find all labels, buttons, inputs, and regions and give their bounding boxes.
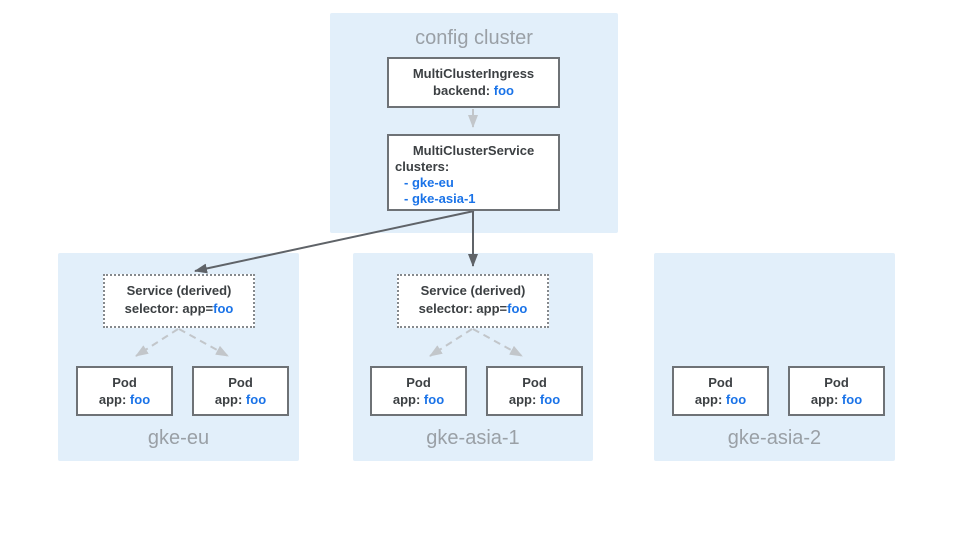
clusters-label: clusters: — [395, 159, 450, 174]
selector-value: foo — [213, 301, 234, 316]
pod-title: Pod — [406, 375, 431, 390]
pod-app-line: app: foo — [508, 392, 561, 407]
pod-box-gke-asia-1-2: Pod app: foo — [486, 366, 583, 416]
pod-title: Pod — [228, 375, 253, 390]
pod-box-gke-eu-1: Pod app: foo — [76, 366, 173, 416]
pod-app-value: foo — [423, 392, 445, 407]
pod-app-line: app: foo — [214, 392, 267, 407]
pod-app-value: foo — [539, 392, 561, 407]
cluster-label-gke-asia-2: gke-asia-2 — [727, 427, 822, 449]
backend-value: foo — [493, 83, 514, 98]
pod-title: Pod — [522, 375, 547, 390]
pod-app-value: foo — [725, 392, 747, 407]
pod-title: Pod — [824, 375, 849, 390]
pod-box-gke-asia-2-1: Pod app: foo — [672, 366, 769, 416]
pod-app-value: foo — [841, 392, 863, 407]
multiclusterservice-box: MultiClusterService clusters: - gke-eu -… — [387, 134, 560, 211]
pod-box-gke-asia-2-2: Pod app: foo — [788, 366, 885, 416]
selector-value: foo — [507, 301, 528, 316]
cluster-panel-gke-asia-2: gke-asia-2 — [654, 253, 895, 461]
multiclusteringress-box: MultiClusterIngress backend: foo — [387, 57, 560, 108]
pod-app-value: foo — [245, 392, 267, 407]
config-cluster-label: config cluster — [415, 27, 533, 49]
cluster-item-gke-eu: - gke-eu — [404, 175, 454, 190]
multiclusteringress-backend: backend: foo — [433, 83, 514, 98]
cluster-item-gke-asia-1: - gke-asia-1 — [404, 191, 476, 206]
multiclusteringress-title: MultiClusterIngress — [412, 66, 535, 81]
derived-service-box-gke-eu: Service (derived) selector: app=foo — [103, 274, 255, 328]
pod-app-line: app: foo — [810, 392, 863, 407]
pod-box-gke-asia-1-1: Pod app: foo — [370, 366, 467, 416]
derived-service-title: Service (derived) — [420, 283, 526, 298]
pod-title: Pod — [112, 375, 137, 390]
pod-app-line: app: foo — [694, 392, 747, 407]
pod-box-gke-eu-2: Pod app: foo — [192, 366, 289, 416]
pod-title: Pod — [708, 375, 733, 390]
derived-service-title: Service (derived) — [126, 283, 232, 298]
derived-service-box-gke-asia-1: Service (derived) selector: app=foo — [397, 274, 549, 328]
pod-app-line: app: foo — [392, 392, 445, 407]
cluster-panel-gke-asia-1: gke-asia-1 — [353, 253, 593, 461]
multiclusterservice-title: MultiClusterService — [412, 143, 535, 158]
pod-app-line: app: foo — [98, 392, 151, 407]
derived-service-selector: selector: app=foo — [418, 301, 528, 316]
cluster-label-gke-eu: gke-eu — [147, 427, 210, 449]
derived-service-selector: selector: app=foo — [124, 301, 234, 316]
pod-app-value: foo — [129, 392, 151, 407]
cluster-label-gke-asia-1: gke-asia-1 — [426, 427, 520, 449]
